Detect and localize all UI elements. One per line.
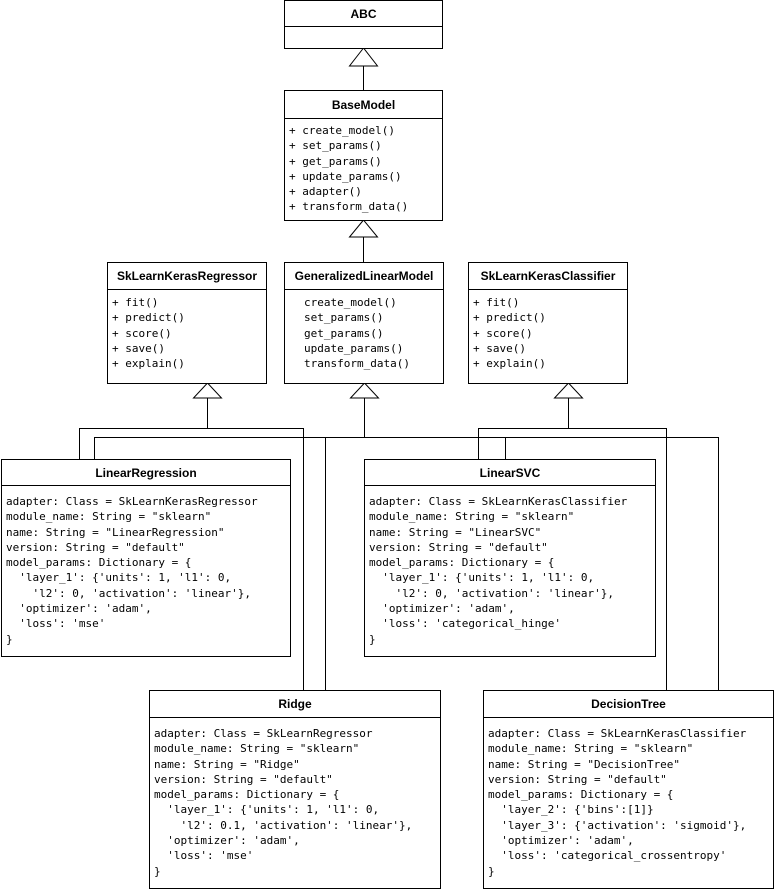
- class-name: SkLearnKerasClassifier: [469, 263, 627, 290]
- class-member: 'l2': 0, 'activation': 'linear'},: [369, 586, 615, 600]
- class-member: + set_params(): [289, 139, 382, 153]
- class-member: 'optimizer': 'adam',: [6, 602, 152, 616]
- class-member: + create_model(): [289, 124, 395, 137]
- class-linearsvc[interactable]: LinearSVC adapter: Class = SkLearnKerasC…: [364, 459, 656, 657]
- class-member: get_params(): [304, 326, 384, 340]
- class-member: name: String = "DecisionTree": [488, 757, 681, 771]
- class-member: + predict(): [473, 311, 546, 325]
- class-name: ABC: [285, 1, 442, 27]
- class-members: adapter: Class = SkLearnKerasClassifier m…: [365, 486, 655, 647]
- class-member: + save(): [473, 341, 526, 355]
- class-linearregression[interactable]: LinearRegression adapter: Class = SkLear…: [1, 459, 291, 657]
- class-member: 'loss': 'mse': [154, 849, 254, 863]
- inheritance-arrow-classifier: [553, 382, 584, 399]
- class-member: 'l2': 0.1, 'activation': 'linear'},: [154, 818, 413, 832]
- class-member: model_params: Dictionary = {: [369, 556, 555, 570]
- class-members: + fit() + predict()+ score()+ save() + exp…: [469, 290, 627, 371]
- class-member: 'layer_1': {'units': 1, 'l1': 0,: [6, 571, 232, 585]
- class-generalizedlinearmodel[interactable]: GeneralizedLinearModel create_model()set…: [284, 262, 444, 384]
- class-member: }: [369, 632, 376, 646]
- class-member: + save(): [112, 341, 165, 355]
- class-member: update_params(): [304, 341, 404, 355]
- class-member: model_params: Dictionary = {: [488, 788, 674, 802]
- class-member: version: String = "default": [154, 772, 333, 786]
- class-member: version: String = "default": [369, 540, 548, 554]
- class-basemodel[interactable]: BaseModel + create_model() + set_params()…: [284, 90, 443, 221]
- connector-linearsvc-classifier: [478, 398, 569, 460]
- class-member: }: [6, 632, 13, 646]
- class-name: DecisionTree: [484, 691, 773, 718]
- class-member: + explain(): [473, 357, 546, 371]
- class-decisiontree[interactable]: DecisionTree adapter: Class = SkLearnKer…: [483, 690, 774, 889]
- class-member: + adapter(): [289, 185, 362, 199]
- class-member: adapter: Class = SkLearnRegressor: [154, 727, 373, 740]
- class-member: adapter: Class = SkLearnKerasRegressor: [6, 495, 258, 508]
- class-name: LinearRegression: [2, 460, 290, 486]
- class-member: name: String = "Ridge": [154, 757, 300, 771]
- class-name: Ridge: [150, 691, 440, 718]
- class-member: 'loss': 'categorical_hinge': [369, 617, 562, 631]
- class-members: create_model() set_params()get_params()up…: [285, 290, 443, 371]
- inheritance-arrow-abc: [348, 47, 379, 67]
- class-member: + explain(): [112, 357, 185, 371]
- class-member: 'optimizer': 'adam',: [488, 834, 634, 848]
- connector-linearregression-regressor: [79, 398, 208, 460]
- class-member: 'layer_1': {'units': 1, 'l1': 0,: [369, 571, 595, 585]
- class-member: 'loss': 'categorical_crossentropy': [488, 849, 727, 863]
- class-member: 'layer_3': {'activation': 'sigmoid'},: [488, 818, 747, 832]
- class-member: + transform_data(): [289, 200, 409, 214]
- class-member: + score(): [112, 326, 172, 340]
- class-member: + update_params(): [289, 169, 402, 183]
- class-member: }: [488, 864, 495, 878]
- class-members: + fit() + predict()+ score()+ save() + exp…: [108, 290, 266, 371]
- class-member: set_params(): [304, 311, 384, 325]
- class-sklearnkerasregressor[interactable]: SkLearnKerasRegressor + fit() + predict()…: [107, 262, 267, 384]
- class-member: model_params: Dictionary = {: [154, 788, 340, 802]
- class-member: module_name: String = "sklearn": [6, 510, 212, 524]
- class-member: + get_params(): [289, 154, 382, 168]
- class-member: 'layer_1': {'units': 1, 'l1': 0,: [154, 803, 380, 817]
- class-members: adapter: Class = SkLearnRegressor module_…: [150, 718, 440, 879]
- class-member: + fit(): [112, 296, 159, 309]
- class-name: LinearSVC: [365, 460, 655, 486]
- class-member: adapter: Class = SkLearnKerasClassifier: [488, 727, 747, 740]
- class-member: }: [154, 864, 161, 878]
- class-member: module_name: String = "sklearn": [488, 742, 694, 756]
- class-member: name: String = "LinearSVC": [369, 525, 542, 539]
- class-sklearnkerasclassifier[interactable]: SkLearnKerasClassifier + fit() + predict(…: [468, 262, 628, 384]
- class-name: SkLearnKerasRegressor: [108, 263, 266, 290]
- class-member: version: String = "default": [6, 540, 185, 554]
- class-member: name: String = "LinearRegression": [6, 525, 225, 539]
- class-member: module_name: String = "sklearn": [154, 742, 360, 756]
- class-member: create_model(): [304, 296, 397, 309]
- class-members: + create_model() + set_params()+ get_para…: [285, 119, 442, 215]
- class-member: module_name: String = "sklearn": [369, 510, 575, 524]
- class-abc[interactable]: ABC: [284, 0, 443, 49]
- class-members: adapter: Class = SkLearnKerasClassifier m…: [484, 718, 773, 879]
- class-member: 'loss': 'mse': [6, 617, 106, 631]
- class-member: + score(): [473, 326, 533, 340]
- inheritance-arrow-basemodel: [348, 219, 379, 238]
- class-member: 'optimizer': 'adam',: [154, 834, 300, 848]
- class-member: model_params: Dictionary = {: [6, 556, 192, 570]
- class-member: transform_data(): [304, 357, 410, 371]
- inheritance-arrow-glm: [349, 382, 380, 399]
- class-name: GeneralizedLinearModel: [285, 263, 443, 290]
- class-member: 'l2': 0, 'activation': 'linear'},: [6, 586, 252, 600]
- class-members: adapter: Class = SkLearnKerasRegressor mo…: [2, 486, 290, 647]
- class-member: adapter: Class = SkLearnKerasClassifier: [369, 495, 628, 508]
- class-ridge[interactable]: Ridge adapter: Class = SkLearnRegressor m…: [149, 690, 441, 889]
- class-name: BaseModel: [285, 91, 442, 119]
- class-member: 'layer_2': {'bins':[1]}: [488, 803, 654, 817]
- class-member: version: String = "default": [488, 772, 667, 786]
- class-member: + predict(): [112, 311, 185, 325]
- class-member: + fit(): [473, 296, 520, 309]
- class-member: 'optimizer': 'adam',: [369, 602, 515, 616]
- inheritance-arrow-regressor: [192, 382, 223, 399]
